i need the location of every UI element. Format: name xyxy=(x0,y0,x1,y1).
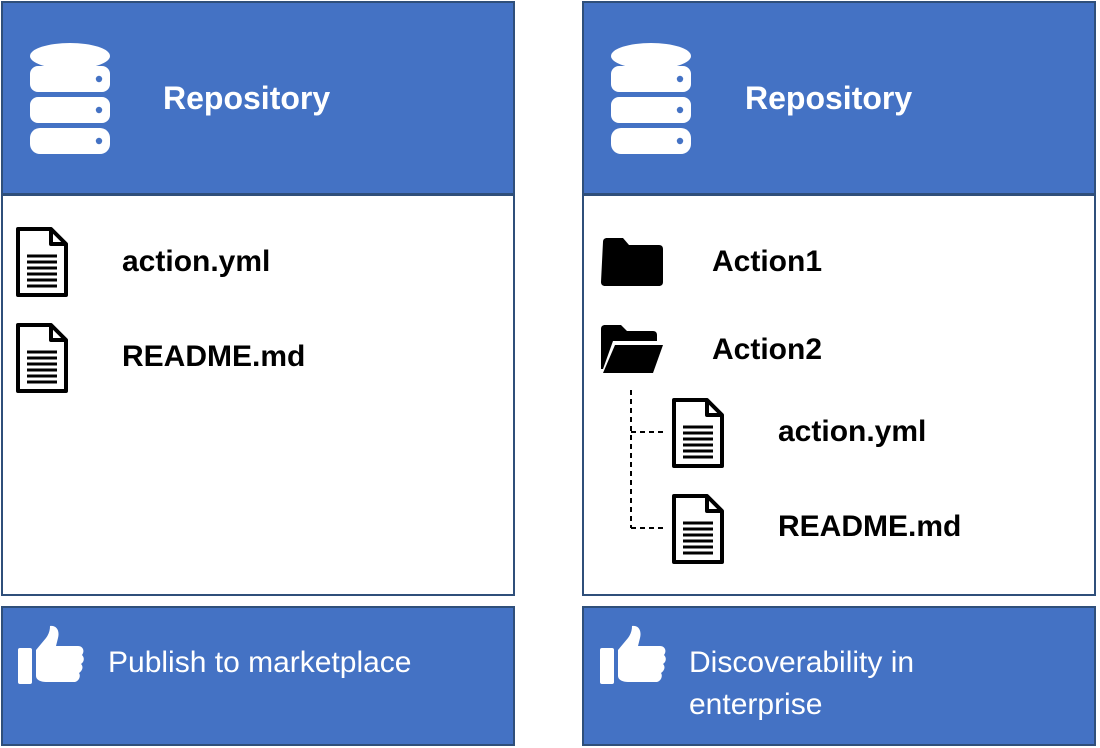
thumbs-up-icon xyxy=(600,625,666,684)
right-footer-line2: enterprise xyxy=(689,688,823,721)
file-icon xyxy=(16,227,68,297)
file-icon xyxy=(672,398,724,468)
left-item-readme-md[interactable]: README.md xyxy=(122,340,306,373)
right-item-action1[interactable]: Action1 xyxy=(712,245,823,278)
folder-closed-icon xyxy=(601,238,663,286)
database-icon xyxy=(611,43,691,154)
right-footer-line1: Discoverability in xyxy=(689,646,915,679)
tree-connector xyxy=(630,390,665,529)
database-icon xyxy=(30,43,110,154)
thumbs-up-icon xyxy=(18,625,84,684)
left-header-title: Repository xyxy=(163,80,331,116)
file-icon xyxy=(16,323,68,393)
right-item-readme-md[interactable]: README.md xyxy=(778,510,962,543)
right-footer-discoverability xyxy=(582,606,1096,746)
left-footer-text: Publish to marketplace xyxy=(108,646,412,679)
left-repository-contents xyxy=(1,194,515,596)
file-icon xyxy=(672,494,724,564)
folder-open-icon xyxy=(601,325,663,373)
right-footer-text: Discoverability in enterprise xyxy=(689,642,914,726)
right-item-action-yml[interactable]: action.yml xyxy=(778,415,927,448)
right-header-title: Repository xyxy=(745,80,913,116)
left-item-action-yml[interactable]: action.yml xyxy=(122,245,271,278)
right-repository-contents xyxy=(582,194,1096,596)
left-footer-publish xyxy=(1,606,515,746)
right-item-action2[interactable]: Action2 xyxy=(712,333,823,366)
